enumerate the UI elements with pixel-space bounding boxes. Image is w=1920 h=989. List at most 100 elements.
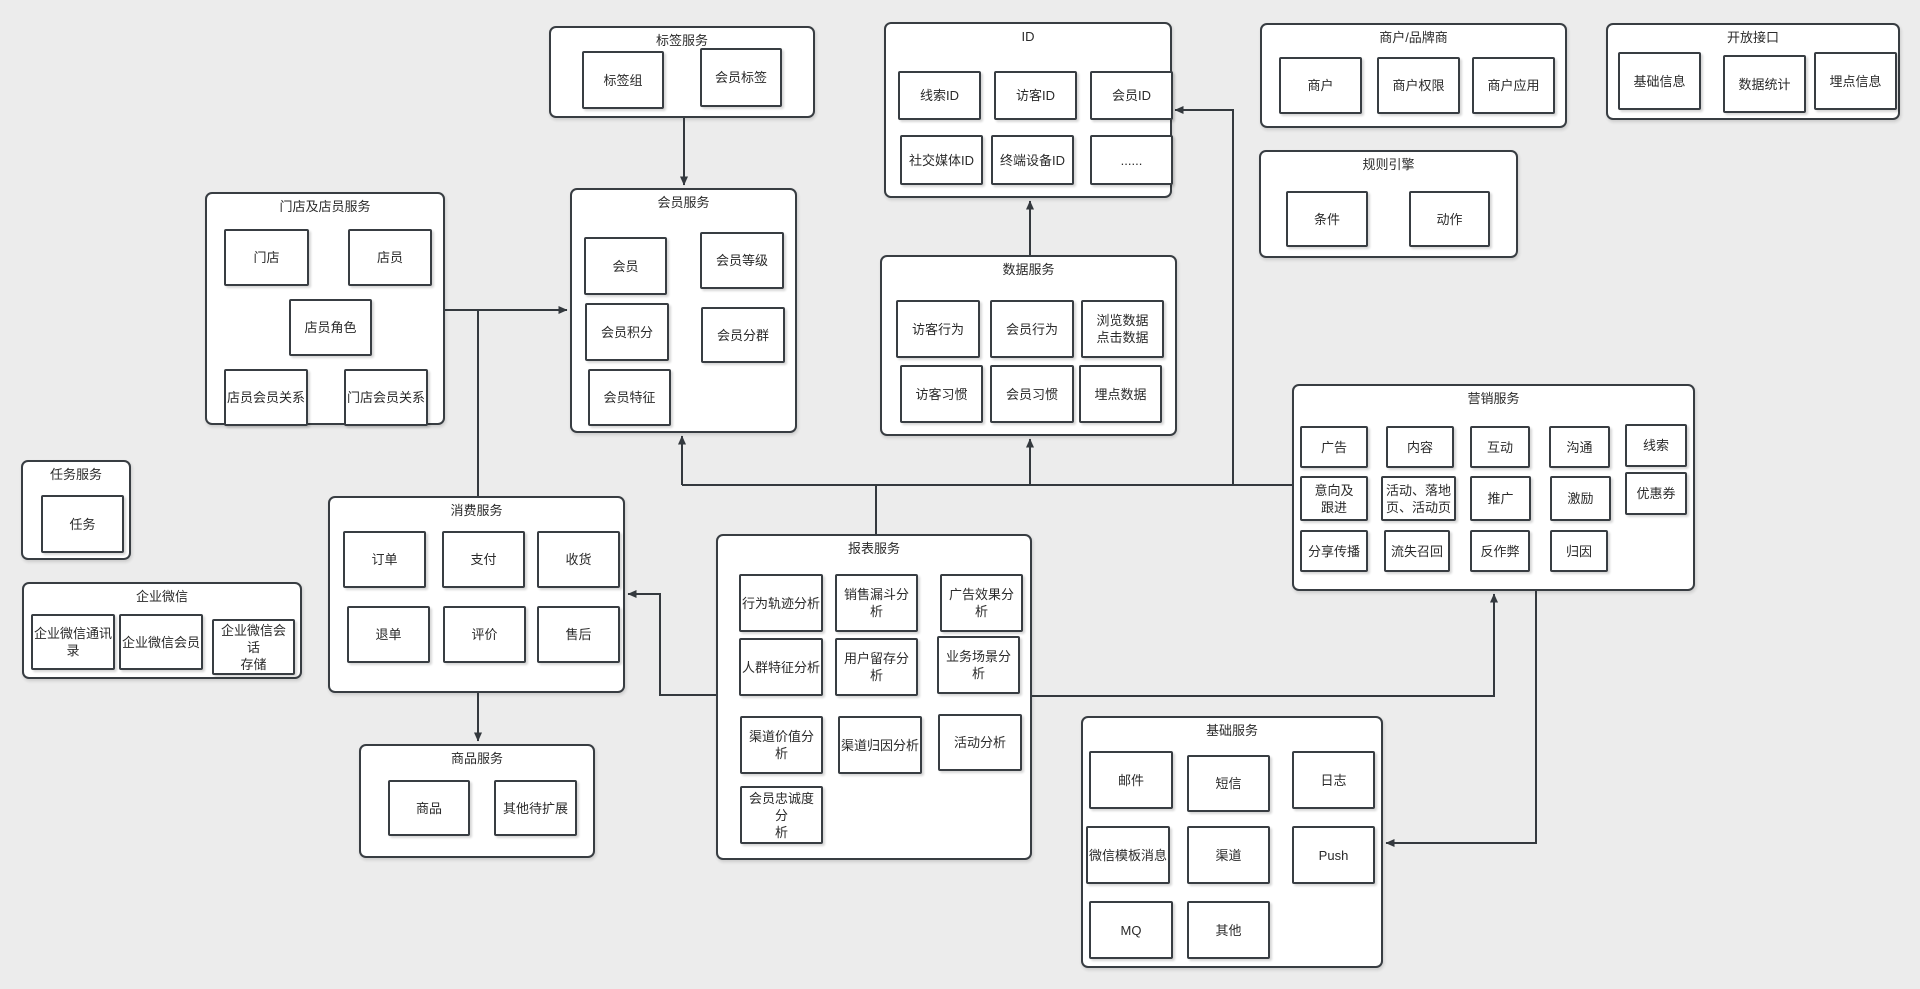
- diagram-node: 人群特征分析: [739, 638, 823, 696]
- diagram-node: 会员: [584, 237, 667, 295]
- diagram-node: 销售漏斗分析: [835, 574, 918, 632]
- diagram-node: 条件: [1286, 191, 1368, 247]
- diagram-node: 订单: [343, 531, 426, 588]
- diagram-node: 埋点信息: [1814, 52, 1897, 110]
- group-title: 消费服务: [450, 503, 503, 518]
- diagram-node: 激励: [1550, 476, 1611, 521]
- diagram-node: 评价: [443, 606, 526, 663]
- diagram-node: 分享传播: [1300, 530, 1368, 572]
- group-title: 会员服务: [657, 195, 710, 210]
- group-report-service: 报表服务 行为轨迹分析 销售漏斗分析 广告效果分析 人群特征分析 用户留存分析 …: [716, 534, 1032, 860]
- diagram-node: 访客行为: [896, 300, 980, 358]
- group-rule-engine: 规则引擎 条件 动作: [1259, 150, 1518, 258]
- diagram-node: 线索: [1625, 424, 1687, 467]
- diagram-node: 企业微信通讯 录: [31, 614, 115, 670]
- diagram-node: 沟通: [1549, 426, 1610, 468]
- diagram-node: 商户权限: [1377, 57, 1460, 114]
- diagram-node: 店员会员关系: [224, 369, 308, 426]
- group-title: 数据服务: [1002, 262, 1055, 277]
- diagram-node: 会员忠诚度分 析: [740, 786, 823, 844]
- group-title: ID: [1021, 29, 1035, 44]
- diagram-node: 浏览数据 点击数据: [1081, 300, 1164, 358]
- group-title: 商品服务: [450, 751, 503, 766]
- diagram-node: 退单: [347, 606, 430, 663]
- diagram-node: 标签组: [582, 51, 664, 109]
- diagram-node: 数据统计: [1723, 55, 1806, 113]
- diagram-node: 会员ID: [1090, 71, 1173, 120]
- diagram-node: 基础信息: [1618, 52, 1701, 110]
- group-basic-service: 基础服务 邮件 短信 日志 微信模板消息 渠道 Push MQ 其他: [1081, 716, 1383, 968]
- diagram-node: 会员习惯: [990, 365, 1074, 423]
- diagram-node: 会员等级: [700, 232, 784, 289]
- group-title: 规则引擎: [1362, 157, 1415, 172]
- diagram-node: 用户留存分析: [835, 638, 918, 696]
- diagram-node: 任务: [41, 495, 124, 553]
- diagram-node: MQ: [1089, 901, 1173, 959]
- group-member-service: 会员服务 会员 会员等级 会员积分 会员分群 会员特征: [570, 188, 797, 433]
- connector-report-to-consumption: [627, 590, 716, 696]
- group-product-service: 商品服务 商品 其他待扩展: [359, 744, 595, 858]
- diagram-node: 推广: [1470, 476, 1531, 521]
- diagram-node: 商户应用: [1472, 57, 1555, 114]
- diagram-node: 活动分析: [938, 714, 1022, 771]
- group-title: 门店及店员服务: [279, 199, 371, 214]
- diagram-node: 会员分群: [701, 307, 785, 363]
- group-title: 报表服务: [847, 541, 900, 556]
- group-task-service: 任务服务 任务: [21, 460, 131, 560]
- diagram-node: 会员积分: [585, 303, 669, 361]
- group-merchant: 商户/品牌商 商户 商户权限 商户应用: [1260, 23, 1567, 128]
- diagram-node: 反作弊: [1470, 530, 1530, 572]
- diagram-node: 社交媒体ID: [900, 135, 983, 185]
- diagram-node: 访客ID: [994, 71, 1077, 120]
- diagram-node: 终端设备ID: [991, 135, 1074, 185]
- diagram-node: 企业微信会员: [119, 614, 203, 670]
- diagram-node: 渠道: [1187, 826, 1270, 884]
- group-title: 标签服务: [655, 33, 708, 48]
- group-data-service: 数据服务 访客行为 会员行为 浏览数据 点击数据 访客习惯 会员习惯 埋点数据: [880, 255, 1177, 436]
- diagram-node: 业务场景分析: [937, 636, 1020, 694]
- diagram-node: 门店: [224, 229, 309, 286]
- diagram-node: 企业微信会话 存储: [212, 619, 295, 675]
- diagram-node: 商户: [1279, 57, 1362, 114]
- diagram-node: 微信模板消息: [1086, 826, 1170, 884]
- diagram-node: 归因: [1550, 530, 1608, 572]
- diagram-node: 会员标签: [700, 48, 782, 107]
- connector-bus-to-id: [1174, 106, 1234, 485]
- diagram-node: 会员行为: [990, 300, 1074, 358]
- diagram-node: 店员: [348, 229, 432, 286]
- diagram-node: 商品: [388, 780, 470, 836]
- diagram-node: 售后: [537, 606, 620, 663]
- group-title: 任务服务: [49, 467, 102, 482]
- diagram-node: 短信: [1187, 755, 1270, 812]
- diagram-node: 访客习惯: [900, 365, 983, 423]
- diagram-node: 日志: [1292, 751, 1375, 809]
- group-wecom: 企业微信 企业微信通讯 录 企业微信会员 企业微信会话 存储: [22, 582, 302, 679]
- group-title: 开放接口: [1726, 30, 1779, 45]
- diagram-node: 门店会员关系: [344, 369, 428, 426]
- group-title: 商户/品牌商: [1379, 30, 1448, 45]
- diagram-node: 其他: [1187, 901, 1270, 959]
- diagram-node: 会员特征: [588, 369, 671, 426]
- connector-report-to-marketing: [1032, 593, 1498, 697]
- diagram-node: 活动、落地 页、活动页: [1381, 476, 1456, 521]
- diagram-node: 内容: [1386, 426, 1454, 468]
- diagram-node: 行为轨迹分析: [739, 574, 823, 632]
- diagram-node: 广告: [1300, 426, 1368, 468]
- diagram-node: 邮件: [1089, 751, 1173, 809]
- diagram-node: 优惠券: [1625, 472, 1687, 515]
- group-open-api: 开放接口 基础信息 数据统计 埋点信息: [1606, 23, 1900, 120]
- group-marketing-service: 营销服务 广告 内容 互动 沟通 线索 意向及 跟进 活动、落地 页、活动页 推…: [1292, 384, 1695, 591]
- group-consumption-service: 消费服务 订单 支付 收货 退单 评价 售后: [328, 496, 625, 693]
- diagram-node: 店员角色: [289, 299, 372, 356]
- diagram-node: Push: [1292, 826, 1375, 884]
- diagram-node: ......: [1090, 135, 1173, 185]
- diagram-node: 其他待扩展: [494, 780, 577, 836]
- diagram-node: 渠道归因分析: [838, 716, 922, 774]
- diagram-node: 广告效果分析: [940, 574, 1023, 632]
- group-store-staff: 门店及店员服务 门店 店员 店员角色 店员会员关系 门店会员关系: [205, 192, 445, 426]
- diagram-node: 意向及 跟进: [1300, 476, 1368, 521]
- group-title: 企业微信: [135, 589, 188, 604]
- connector-marketing-to-basic: [1385, 591, 1537, 847]
- diagram-node: 线索ID: [898, 71, 981, 120]
